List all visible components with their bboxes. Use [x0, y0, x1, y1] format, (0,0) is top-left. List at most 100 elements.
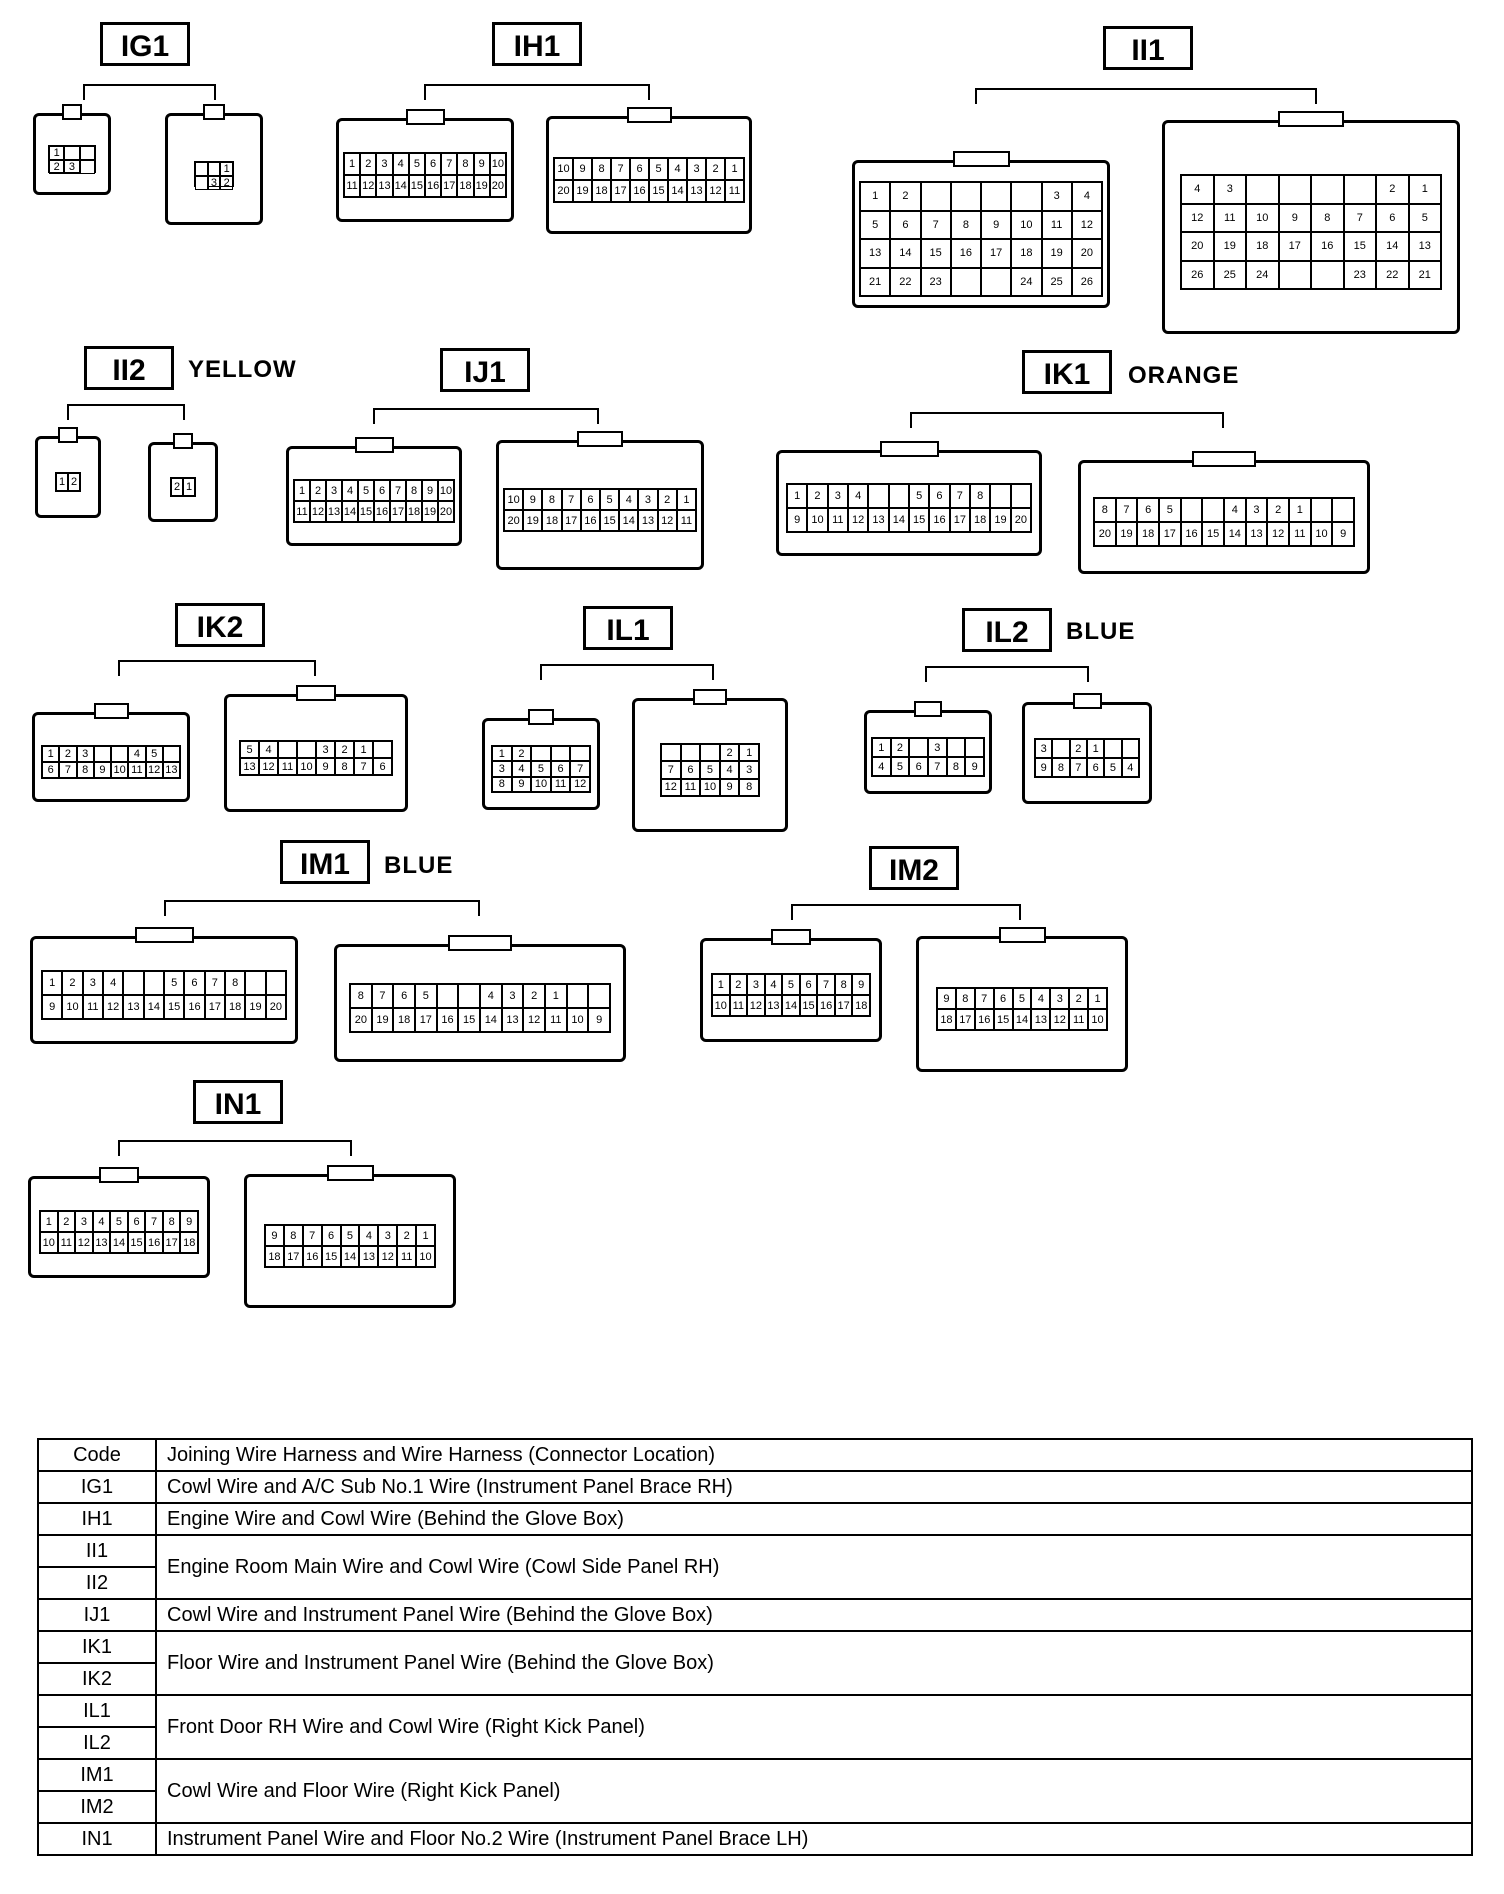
pin-3: 3	[827, 484, 848, 508]
pin-4: 4	[1121, 758, 1139, 777]
pin-4: 4	[619, 489, 639, 510]
pin-6: 6	[580, 489, 600, 510]
connector-pair-bracket	[540, 664, 714, 680]
pin-2: 2	[397, 1225, 417, 1246]
pin-9: 9	[1035, 758, 1053, 777]
pin-10: 10	[700, 778, 720, 796]
pin-empty	[1052, 739, 1070, 758]
row-description: Cowl Wire and A/C Sub No.1 Wire (Instrum…	[155, 1470, 1473, 1504]
row-description: Instrument Panel Wire and Floor No.2 Wir…	[155, 1822, 1473, 1856]
pin-16: 16	[630, 180, 649, 202]
pin-2: 2	[890, 182, 921, 211]
pin-2: 2	[335, 741, 354, 758]
pin-17: 17	[441, 175, 458, 197]
pin-8: 8	[1052, 758, 1070, 777]
pin-8: 8	[1311, 203, 1344, 232]
pin-8: 8	[955, 988, 975, 1009]
pin-16: 16	[950, 239, 981, 268]
pin-4: 4	[1181, 175, 1214, 204]
pin-20: 20	[1010, 508, 1031, 532]
connector-code-label: IJ1	[440, 348, 530, 392]
pin-15: 15	[600, 510, 620, 531]
pin-empty	[531, 746, 551, 762]
pin-5: 5	[1408, 203, 1441, 232]
pin-18: 18	[265, 1246, 284, 1267]
pin-empty	[1104, 739, 1122, 758]
pin-10: 10	[297, 758, 316, 775]
connector-pair-bracket	[925, 666, 1089, 682]
pin-3: 3	[76, 746, 94, 762]
pin-empty	[93, 746, 111, 762]
pin-empty	[1278, 175, 1311, 204]
row-description: Engine Room Main Wire and Cowl Wire (Cow…	[155, 1534, 1473, 1600]
connector-code-label: IG1	[100, 22, 190, 66]
pin-10: 10	[1088, 1009, 1107, 1030]
pin-6: 6	[993, 988, 1013, 1009]
pin-1: 1	[739, 744, 759, 762]
pin-18: 18	[225, 995, 246, 1019]
pin-19: 19	[422, 501, 438, 522]
pin-1: 1	[544, 984, 567, 1008]
latch-tab	[693, 689, 727, 705]
pin-7: 7	[1115, 498, 1138, 522]
pin-8: 8	[225, 971, 246, 995]
pin-6: 6	[1137, 498, 1159, 522]
pin-14: 14	[479, 1008, 502, 1032]
pin-11: 11	[128, 762, 146, 778]
pin-1: 1	[220, 162, 233, 176]
pin-4: 4	[128, 746, 146, 762]
pin-8: 8	[350, 984, 372, 1008]
pin-4: 4	[872, 757, 891, 776]
pin-19: 19	[1213, 232, 1246, 261]
pin-5: 5	[782, 974, 800, 995]
pin-20: 20	[489, 175, 506, 197]
pin-1: 1	[344, 153, 361, 175]
pin-4: 4	[342, 480, 358, 501]
pin-18: 18	[406, 501, 422, 522]
row-description: Floor Wire and Instrument Panel Wire (Be…	[155, 1630, 1473, 1696]
pin-5: 5	[110, 1211, 128, 1232]
pin-13: 13	[1408, 232, 1441, 261]
pin-6: 6	[42, 762, 60, 778]
pin-empty	[1332, 498, 1354, 522]
pin-6: 6	[321, 1225, 341, 1246]
pin-5: 5	[860, 210, 891, 239]
pin-18: 18	[180, 1232, 198, 1253]
connector-code-label: IK1	[1022, 350, 1112, 394]
pin-2: 2	[49, 160, 65, 174]
pin-empty	[990, 484, 1011, 508]
pin-11: 11	[1069, 1009, 1089, 1030]
pin-11: 11	[82, 995, 103, 1019]
pin-14: 14	[668, 180, 687, 202]
pin-7: 7	[611, 158, 630, 180]
pin-23: 23	[920, 267, 951, 296]
pin-10: 10	[1246, 203, 1279, 232]
pin-1: 1	[42, 971, 63, 995]
pin-2: 2	[890, 738, 910, 757]
connector-code-label: II1	[1103, 26, 1193, 70]
latch-tab	[953, 151, 1010, 167]
pin-6: 6	[1087, 758, 1105, 777]
pin-11: 11	[1041, 210, 1072, 239]
connector-pair-bracket	[118, 1140, 352, 1156]
pin-2: 2	[57, 1211, 76, 1232]
latch-tab	[99, 1167, 139, 1183]
latch-tab	[355, 437, 394, 453]
pin-7: 7	[354, 758, 373, 775]
row-code: IK1	[37, 1630, 157, 1664]
pin-11: 11	[1288, 522, 1311, 546]
